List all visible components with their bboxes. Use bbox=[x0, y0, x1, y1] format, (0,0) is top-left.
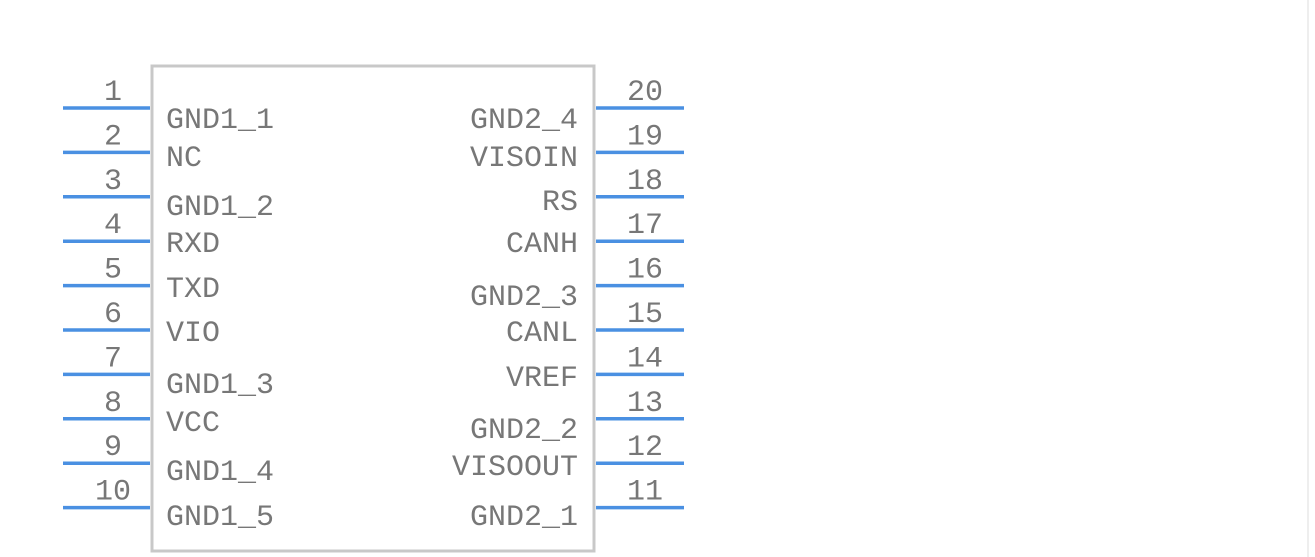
pin-12-number: 12 bbox=[627, 431, 663, 465]
pin-14-name: VREF bbox=[506, 362, 578, 396]
pin-1-number: 1 bbox=[104, 76, 122, 110]
pin-5-number: 5 bbox=[104, 254, 122, 288]
pin-15-name: CANL bbox=[506, 317, 578, 351]
pin-17-number: 17 bbox=[627, 209, 663, 243]
pin-6-number: 6 bbox=[104, 298, 122, 332]
pin-1-name: GND1_1 bbox=[166, 104, 274, 138]
pin-18-name: RS bbox=[542, 186, 578, 220]
pin-7-name: GND1_3 bbox=[166, 369, 274, 403]
pin-10-name: GND1_5 bbox=[166, 501, 274, 535]
pin-8-number: 8 bbox=[104, 387, 122, 421]
pin-6-name: VIO bbox=[166, 317, 220, 351]
pin-5-name: TXD bbox=[166, 273, 220, 307]
pin-4-number: 4 bbox=[104, 209, 122, 243]
pin-11-name: GND2_1 bbox=[470, 501, 578, 535]
pin-3-number: 3 bbox=[104, 165, 122, 199]
pin-17-name: CANH bbox=[506, 228, 578, 262]
pin-16-name: GND2_3 bbox=[470, 281, 578, 315]
pin-3-name: GND1_2 bbox=[166, 191, 274, 225]
pin-19-number: 19 bbox=[627, 120, 663, 154]
pin-20-number: 20 bbox=[627, 76, 663, 110]
pin-9-name: GND1_4 bbox=[166, 456, 274, 490]
pin-15-number: 15 bbox=[627, 298, 663, 332]
pin-12-name: VISOOUT bbox=[452, 451, 578, 485]
pin-13-name: GND2_2 bbox=[470, 414, 578, 448]
pin-2-name: NC bbox=[166, 142, 202, 176]
pin-10-number: 10 bbox=[95, 476, 131, 510]
pin-7-number: 7 bbox=[104, 342, 122, 376]
pin-9-number: 9 bbox=[104, 431, 122, 465]
pin-20-name: GND2_4 bbox=[470, 104, 578, 138]
pin-8-name: VCC bbox=[166, 407, 220, 441]
canvas-edge-divider bbox=[1307, 0, 1309, 557]
ic-body-outline bbox=[150, 64, 596, 553]
pin-18-number: 18 bbox=[627, 165, 663, 199]
pin-14-number: 14 bbox=[627, 342, 663, 376]
pin-11-number: 11 bbox=[627, 476, 663, 510]
pin-19-name: VISOIN bbox=[470, 142, 578, 176]
pin-13-number: 13 bbox=[627, 387, 663, 421]
pin-16-number: 16 bbox=[627, 254, 663, 288]
pin-2-number: 2 bbox=[104, 120, 122, 154]
pin-4-name: RXD bbox=[166, 228, 220, 262]
